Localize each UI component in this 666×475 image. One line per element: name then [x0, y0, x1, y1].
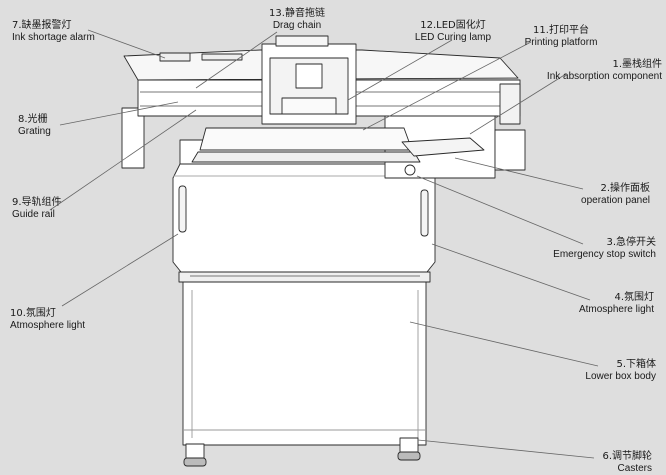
callout-zh: 9.导轨组件 — [12, 197, 62, 208]
callout-casters: 6.调节脚轮 Casters — [580, 451, 652, 475]
emergency-stop-button — [404, 164, 416, 176]
leader-printing-platform — [362, 41, 532, 131]
callout-en: Ink absorption component — [546, 71, 662, 82]
callout-zh: 12.LED固化灯 — [420, 20, 486, 31]
leader-atmosphere-light-left — [61, 233, 179, 307]
callout-zh: 4.氛围灯 — [614, 292, 654, 303]
callout-en: operation panel — [581, 195, 650, 206]
leader-drag-chain — [195, 31, 278, 89]
leader-grating — [59, 101, 179, 126]
callout-drag-chain: 13.静音拖链 Drag chain — [255, 8, 339, 32]
callout-en: LED Curing lamp — [414, 32, 492, 43]
callout-guide-rail: 9.导轨组件 Guide rail — [12, 197, 62, 221]
lower-box-body-shape — [182, 279, 427, 446]
callout-zh: 3.急停开关 — [606, 237, 656, 248]
callout-atmosphere-light-right: 4.氛围灯 Atmosphere light — [560, 292, 654, 316]
callout-ink-absorption-component: 1.墨栈组件 Ink absorption component — [530, 59, 662, 83]
callout-en: Casters — [617, 463, 652, 474]
leader-lower-box-body — [409, 321, 599, 367]
callout-en: Lower box body — [585, 371, 656, 382]
callout-grating: 8.光栅 Grating — [18, 114, 51, 138]
leader-guide-rail — [49, 109, 197, 211]
callout-en: Printing platform — [524, 37, 598, 48]
callout-printing-platform: 11.打印平台 Printing platform — [517, 25, 605, 49]
callout-en: Emergency stop switch — [553, 249, 656, 260]
callout-en: Drag chain — [272, 20, 322, 31]
callout-zh: 11.打印平台 — [533, 25, 589, 36]
callout-zh: 7.缺墨报警灯 — [12, 20, 72, 31]
callout-operation-panel: 2.操作面板 operation panel — [560, 183, 650, 207]
callout-atmosphere-light-left: 10.氛围灯 Atmosphere light — [10, 308, 85, 332]
caster-right — [399, 437, 419, 453]
left-housing — [121, 107, 145, 169]
callout-zh: 5.下箱体 — [616, 359, 656, 370]
upper-box-body-shape — [172, 161, 436, 273]
leader-atmosphere-light-right — [431, 243, 591, 301]
callout-zh: 13.静音拖链 — [269, 8, 325, 19]
callout-led-curing-lamp: 12.LED固化灯 LED Curing lamp — [405, 20, 501, 44]
callout-en: Grating — [18, 126, 51, 137]
atmosphere-light-right-strip — [420, 189, 429, 237]
callout-zh: 2.操作面板 — [600, 183, 650, 194]
callout-zh: 6.调节脚轮 — [602, 451, 652, 462]
callout-zh: 8.光栅 — [18, 114, 48, 125]
callout-en: Guide rail — [12, 209, 55, 220]
callout-en: Atmosphere light — [578, 304, 654, 315]
callout-ink-shortage-alarm: 7.缺墨报警灯 Ink shortage alarm — [12, 20, 95, 44]
operation-panel-shape — [401, 137, 485, 157]
leader-ink-shortage-alarm — [87, 29, 166, 59]
callout-en: Ink shortage alarm — [12, 32, 95, 43]
cabinet-divider — [178, 271, 431, 283]
printing-platform-surface — [199, 127, 413, 151]
callout-zh: 10.氛围灯 — [10, 308, 56, 319]
callout-emergency-stop-switch: 3.急停开关 Emergency stop switch — [520, 237, 656, 261]
ink-station-box — [499, 83, 521, 125]
drag-chain-shape — [275, 35, 329, 47]
leader-led-curing-lamp — [347, 39, 453, 101]
leader-emergency-stop — [416, 175, 584, 245]
callout-en: Atmosphere light — [10, 320, 86, 331]
leader-casters — [417, 439, 595, 459]
callout-zh: 1.墨栈组件 — [612, 59, 662, 70]
caster-left — [185, 443, 205, 459]
atmosphere-light-left-strip — [178, 185, 187, 233]
callout-lower-box-body: 5.下箱体 Lower box body — [560, 359, 656, 383]
leader-operation-panel — [454, 157, 584, 190]
leader-ink-absorption — [469, 73, 567, 135]
